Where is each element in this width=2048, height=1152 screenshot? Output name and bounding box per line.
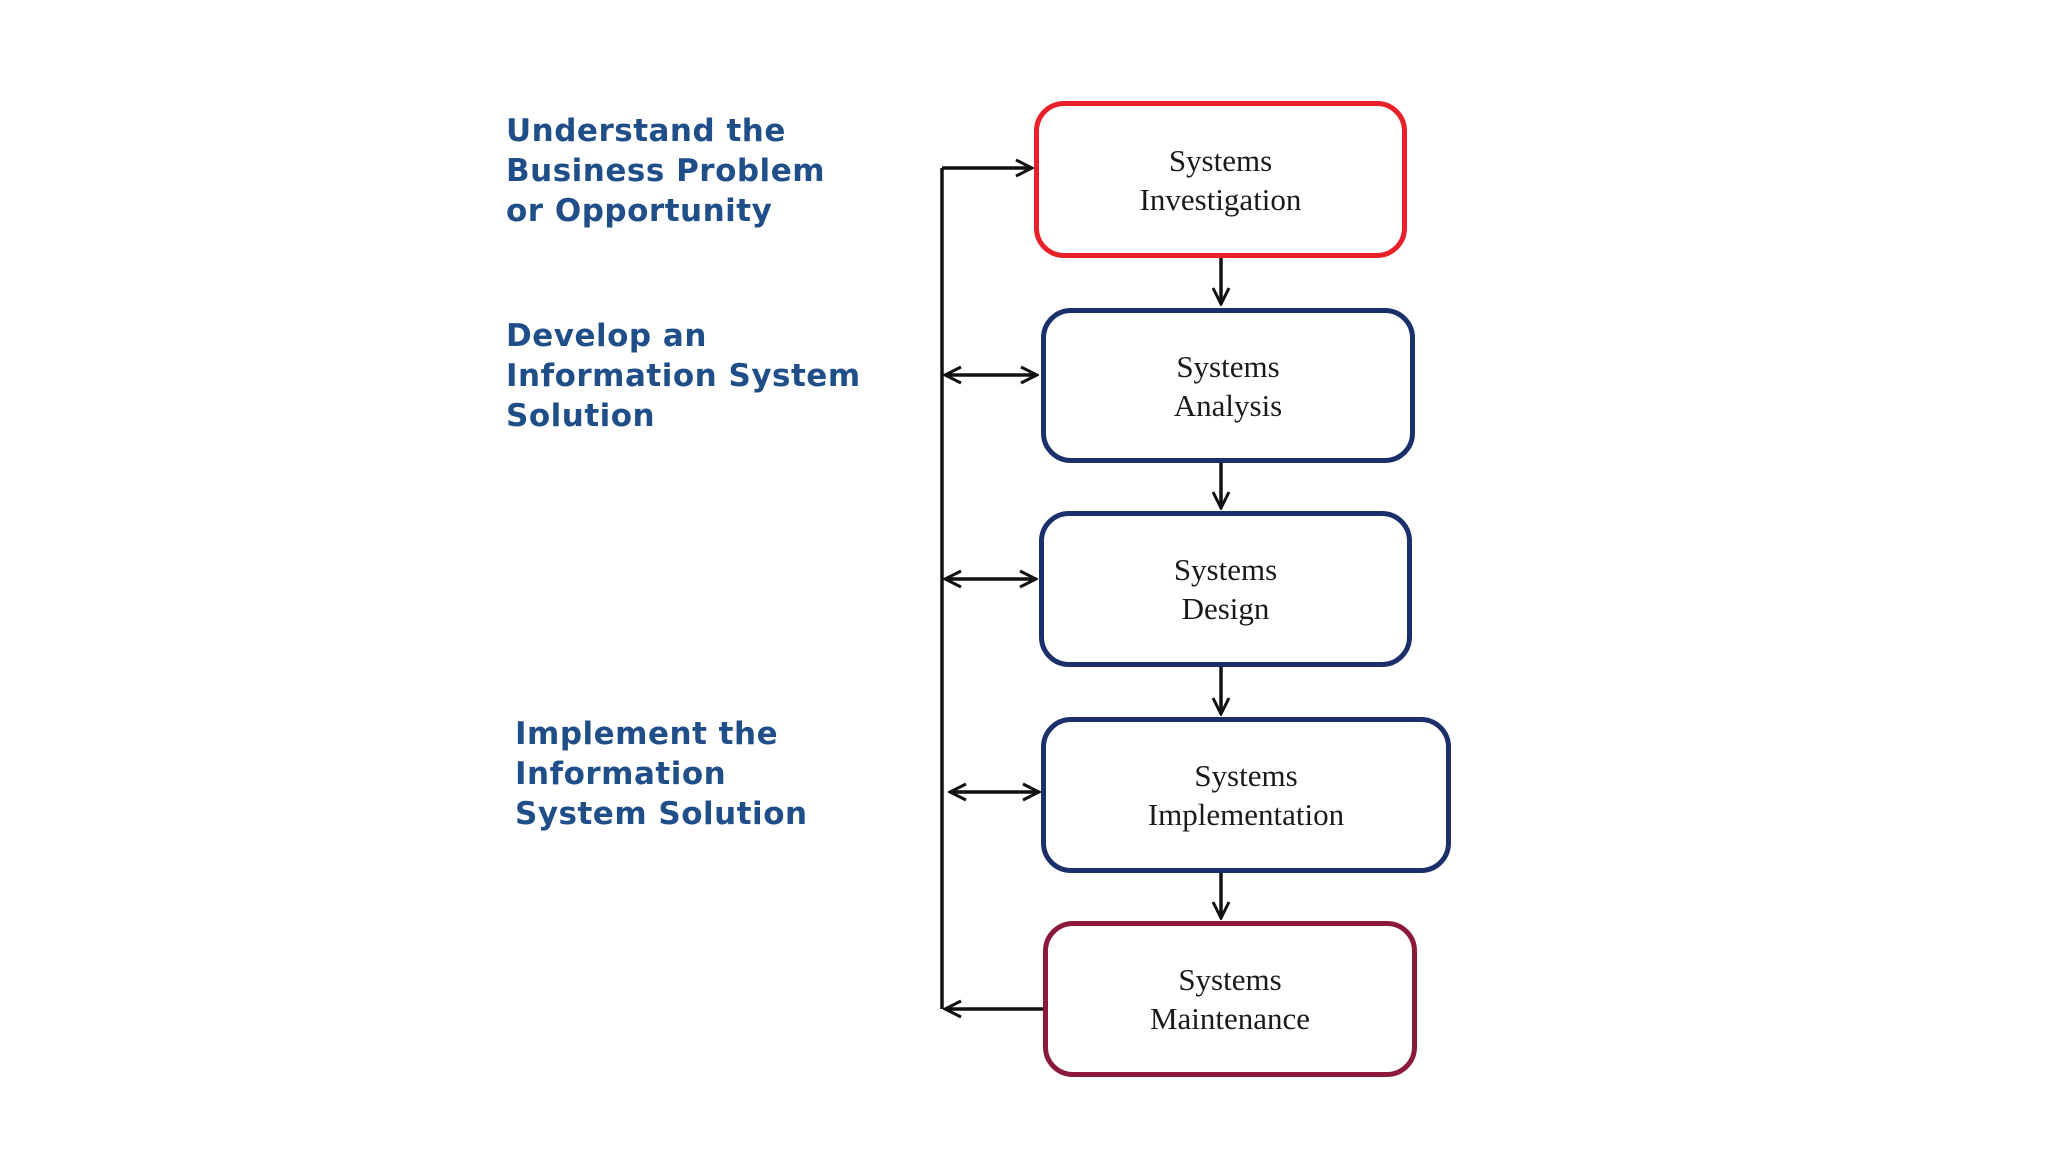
stage-box-analysis: Systems Analysis [1041, 308, 1415, 463]
stage-subtitle: Maintenance [1149, 1001, 1311, 1036]
stage-box-investigation: Systems Investigation [1034, 101, 1407, 258]
stage-box-design: Systems Design [1039, 511, 1412, 667]
stage-subtitle: Implementation [1147, 797, 1345, 832]
stage-subtitle: Investigation [1139, 181, 1302, 217]
stage-box-implementation: Systems Implementation [1041, 717, 1451, 873]
stage-title: Systems [1173, 552, 1278, 587]
stage-subtitle: Analysis [1173, 387, 1283, 423]
stage-subtitle: Design [1181, 591, 1270, 626]
phase-label-implement: Implement the Information System Solutio… [515, 716, 808, 832]
phase-label-understand: Understand the Business Problem or Oppor… [506, 113, 826, 229]
stage-title: Systems [1194, 758, 1298, 793]
stage-title: Systems [1168, 142, 1273, 178]
stage-title: Systems [1178, 962, 1282, 997]
phase-label-develop: Develop an Information System Solution [506, 318, 861, 434]
stage-title: Systems [1176, 348, 1280, 384]
stage-box-maintenance: Systems Maintenance [1043, 921, 1417, 1077]
